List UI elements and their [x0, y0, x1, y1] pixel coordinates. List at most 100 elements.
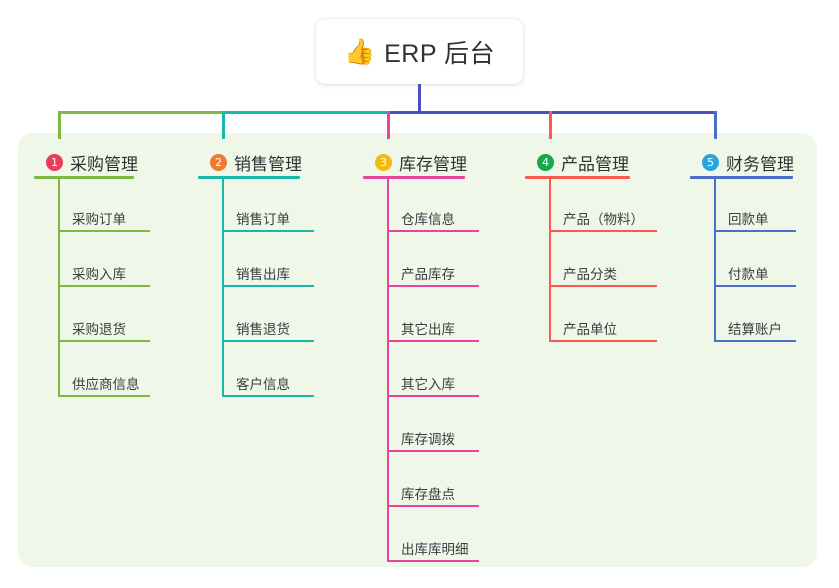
- leaf-item-underline: [387, 285, 479, 287]
- leaf-item-underline: [549, 230, 657, 232]
- branch-stem-4: [549, 176, 551, 340]
- branch-title: 财务管理: [726, 155, 794, 174]
- branch-title: 库存管理: [399, 155, 467, 174]
- leaf-item-label: 采购退货: [72, 322, 126, 337]
- branch-title: 产品管理: [561, 155, 629, 174]
- branch-number-badge: 4: [537, 154, 554, 171]
- leaf-item-label: 库存盘点: [401, 487, 455, 502]
- bus-segment-2: [222, 111, 389, 114]
- leaf-item-underline: [387, 560, 479, 562]
- leaf-item-label: 客户信息: [236, 377, 290, 392]
- leaf-item-label: 仓库信息: [401, 212, 455, 227]
- branch-underline-5: [690, 176, 793, 179]
- leaf-item[interactable]: 库存盘点: [387, 483, 479, 507]
- leaf-item-underline: [549, 285, 657, 287]
- branch-title: 销售管理: [234, 155, 302, 174]
- branch-underline-4: [525, 176, 630, 179]
- leaf-item[interactable]: 销售订单: [222, 208, 314, 232]
- leaf-item[interactable]: 采购订单: [58, 208, 150, 232]
- leaf-item-underline: [222, 230, 314, 232]
- leaf-item[interactable]: 仓库信息: [387, 208, 479, 232]
- root-trunk-line: [418, 84, 421, 114]
- leaf-item[interactable]: 库存调拨: [387, 428, 479, 452]
- branch-stem-3: [387, 176, 389, 560]
- leaf-item-underline: [387, 505, 479, 507]
- branch-drop-1: [58, 111, 61, 139]
- branch-stem-5: [714, 176, 716, 340]
- branch-header-5[interactable]: 5 财务管理: [702, 150, 794, 175]
- leaf-item-underline: [58, 285, 150, 287]
- leaf-item-underline: [58, 395, 150, 397]
- leaf-item-label: 产品库存: [401, 267, 455, 282]
- branch-drop-4: [549, 111, 552, 139]
- leaf-item[interactable]: 采购退货: [58, 318, 150, 342]
- leaf-item[interactable]: 客户信息: [222, 373, 314, 397]
- branch-header-2[interactable]: 2 销售管理: [210, 150, 302, 175]
- branch-header-4[interactable]: 4 产品管理: [537, 150, 629, 175]
- leaf-item[interactable]: 回款单: [714, 208, 796, 232]
- leaf-item-underline: [549, 340, 657, 342]
- branch-underline-2: [198, 176, 300, 179]
- leaf-item-label: 付款单: [728, 267, 769, 282]
- leaf-item-label: 采购入库: [72, 267, 126, 282]
- thumbs-up-icon: 👍: [343, 38, 376, 66]
- branch-underline-3: [363, 176, 465, 179]
- leaf-item-underline: [387, 340, 479, 342]
- bus-segment-1: [58, 111, 224, 114]
- leaf-item-label: 销售订单: [236, 212, 290, 227]
- leaf-item-label: 出库库明细: [401, 542, 469, 557]
- leaf-item-label: 回款单: [728, 212, 769, 227]
- root-node[interactable]: 👍 ERP 后台: [316, 19, 523, 84]
- leaf-item-underline: [714, 230, 796, 232]
- root-node-title: ERP 后台: [384, 39, 496, 68]
- leaf-item-underline: [714, 340, 796, 342]
- leaf-item[interactable]: 产品单位: [549, 318, 657, 342]
- branch-drop-2: [222, 111, 225, 139]
- leaf-item-label: 其它出库: [401, 322, 455, 337]
- leaf-item[interactable]: 供应商信息: [58, 373, 150, 397]
- leaf-item[interactable]: 出库库明细: [387, 538, 479, 562]
- leaf-item-label: 结算账户: [728, 322, 782, 337]
- branch-drop-3: [387, 111, 390, 139]
- leaf-item-label: 销售退货: [236, 322, 290, 337]
- leaf-item[interactable]: 销售出库: [222, 263, 314, 287]
- leaf-item-underline: [58, 230, 150, 232]
- branch-drop-5: [714, 111, 717, 139]
- leaf-item-label: 产品单位: [563, 322, 617, 337]
- leaf-item-underline: [714, 285, 796, 287]
- leaf-item-underline: [387, 450, 479, 452]
- branch-underline-1: [34, 176, 134, 179]
- leaf-item-underline: [222, 285, 314, 287]
- leaf-item-underline: [387, 395, 479, 397]
- leaf-item[interactable]: 结算账户: [714, 318, 796, 342]
- branch-header-1[interactable]: 1 采购管理: [46, 150, 138, 175]
- leaf-item-label: 库存调拨: [401, 432, 455, 447]
- branch-header-3[interactable]: 3 库存管理: [375, 150, 467, 175]
- leaf-item-underline: [222, 340, 314, 342]
- mindmap-panel: [18, 133, 817, 567]
- branch-number-badge: 2: [210, 154, 227, 171]
- leaf-item-underline: [58, 340, 150, 342]
- leaf-item-label: 销售出库: [236, 267, 290, 282]
- branch-title: 采购管理: [70, 155, 138, 174]
- leaf-item-label: 产品分类: [563, 267, 617, 282]
- branch-number-badge: 5: [702, 154, 719, 171]
- leaf-item[interactable]: 销售退货: [222, 318, 314, 342]
- leaf-item-label: 供应商信息: [72, 377, 140, 392]
- leaf-item-underline: [222, 395, 314, 397]
- leaf-item-underline: [387, 230, 479, 232]
- leaf-item-label: 产品（物料）: [563, 212, 644, 227]
- leaf-item[interactable]: 产品（物料）: [549, 208, 657, 232]
- leaf-item[interactable]: 付款单: [714, 263, 796, 287]
- leaf-item[interactable]: 其它出库: [387, 318, 479, 342]
- branch-number-badge: 1: [46, 154, 63, 171]
- leaf-item[interactable]: 产品库存: [387, 263, 479, 287]
- leaf-item[interactable]: 采购入库: [58, 263, 150, 287]
- bus-segment-3: [387, 111, 717, 114]
- leaf-item[interactable]: 其它入库: [387, 373, 479, 397]
- leaf-item-label: 采购订单: [72, 212, 126, 227]
- root-node-content: 👍 ERP 后台: [344, 34, 495, 70]
- branch-number-badge: 3: [375, 154, 392, 171]
- leaf-item[interactable]: 产品分类: [549, 263, 657, 287]
